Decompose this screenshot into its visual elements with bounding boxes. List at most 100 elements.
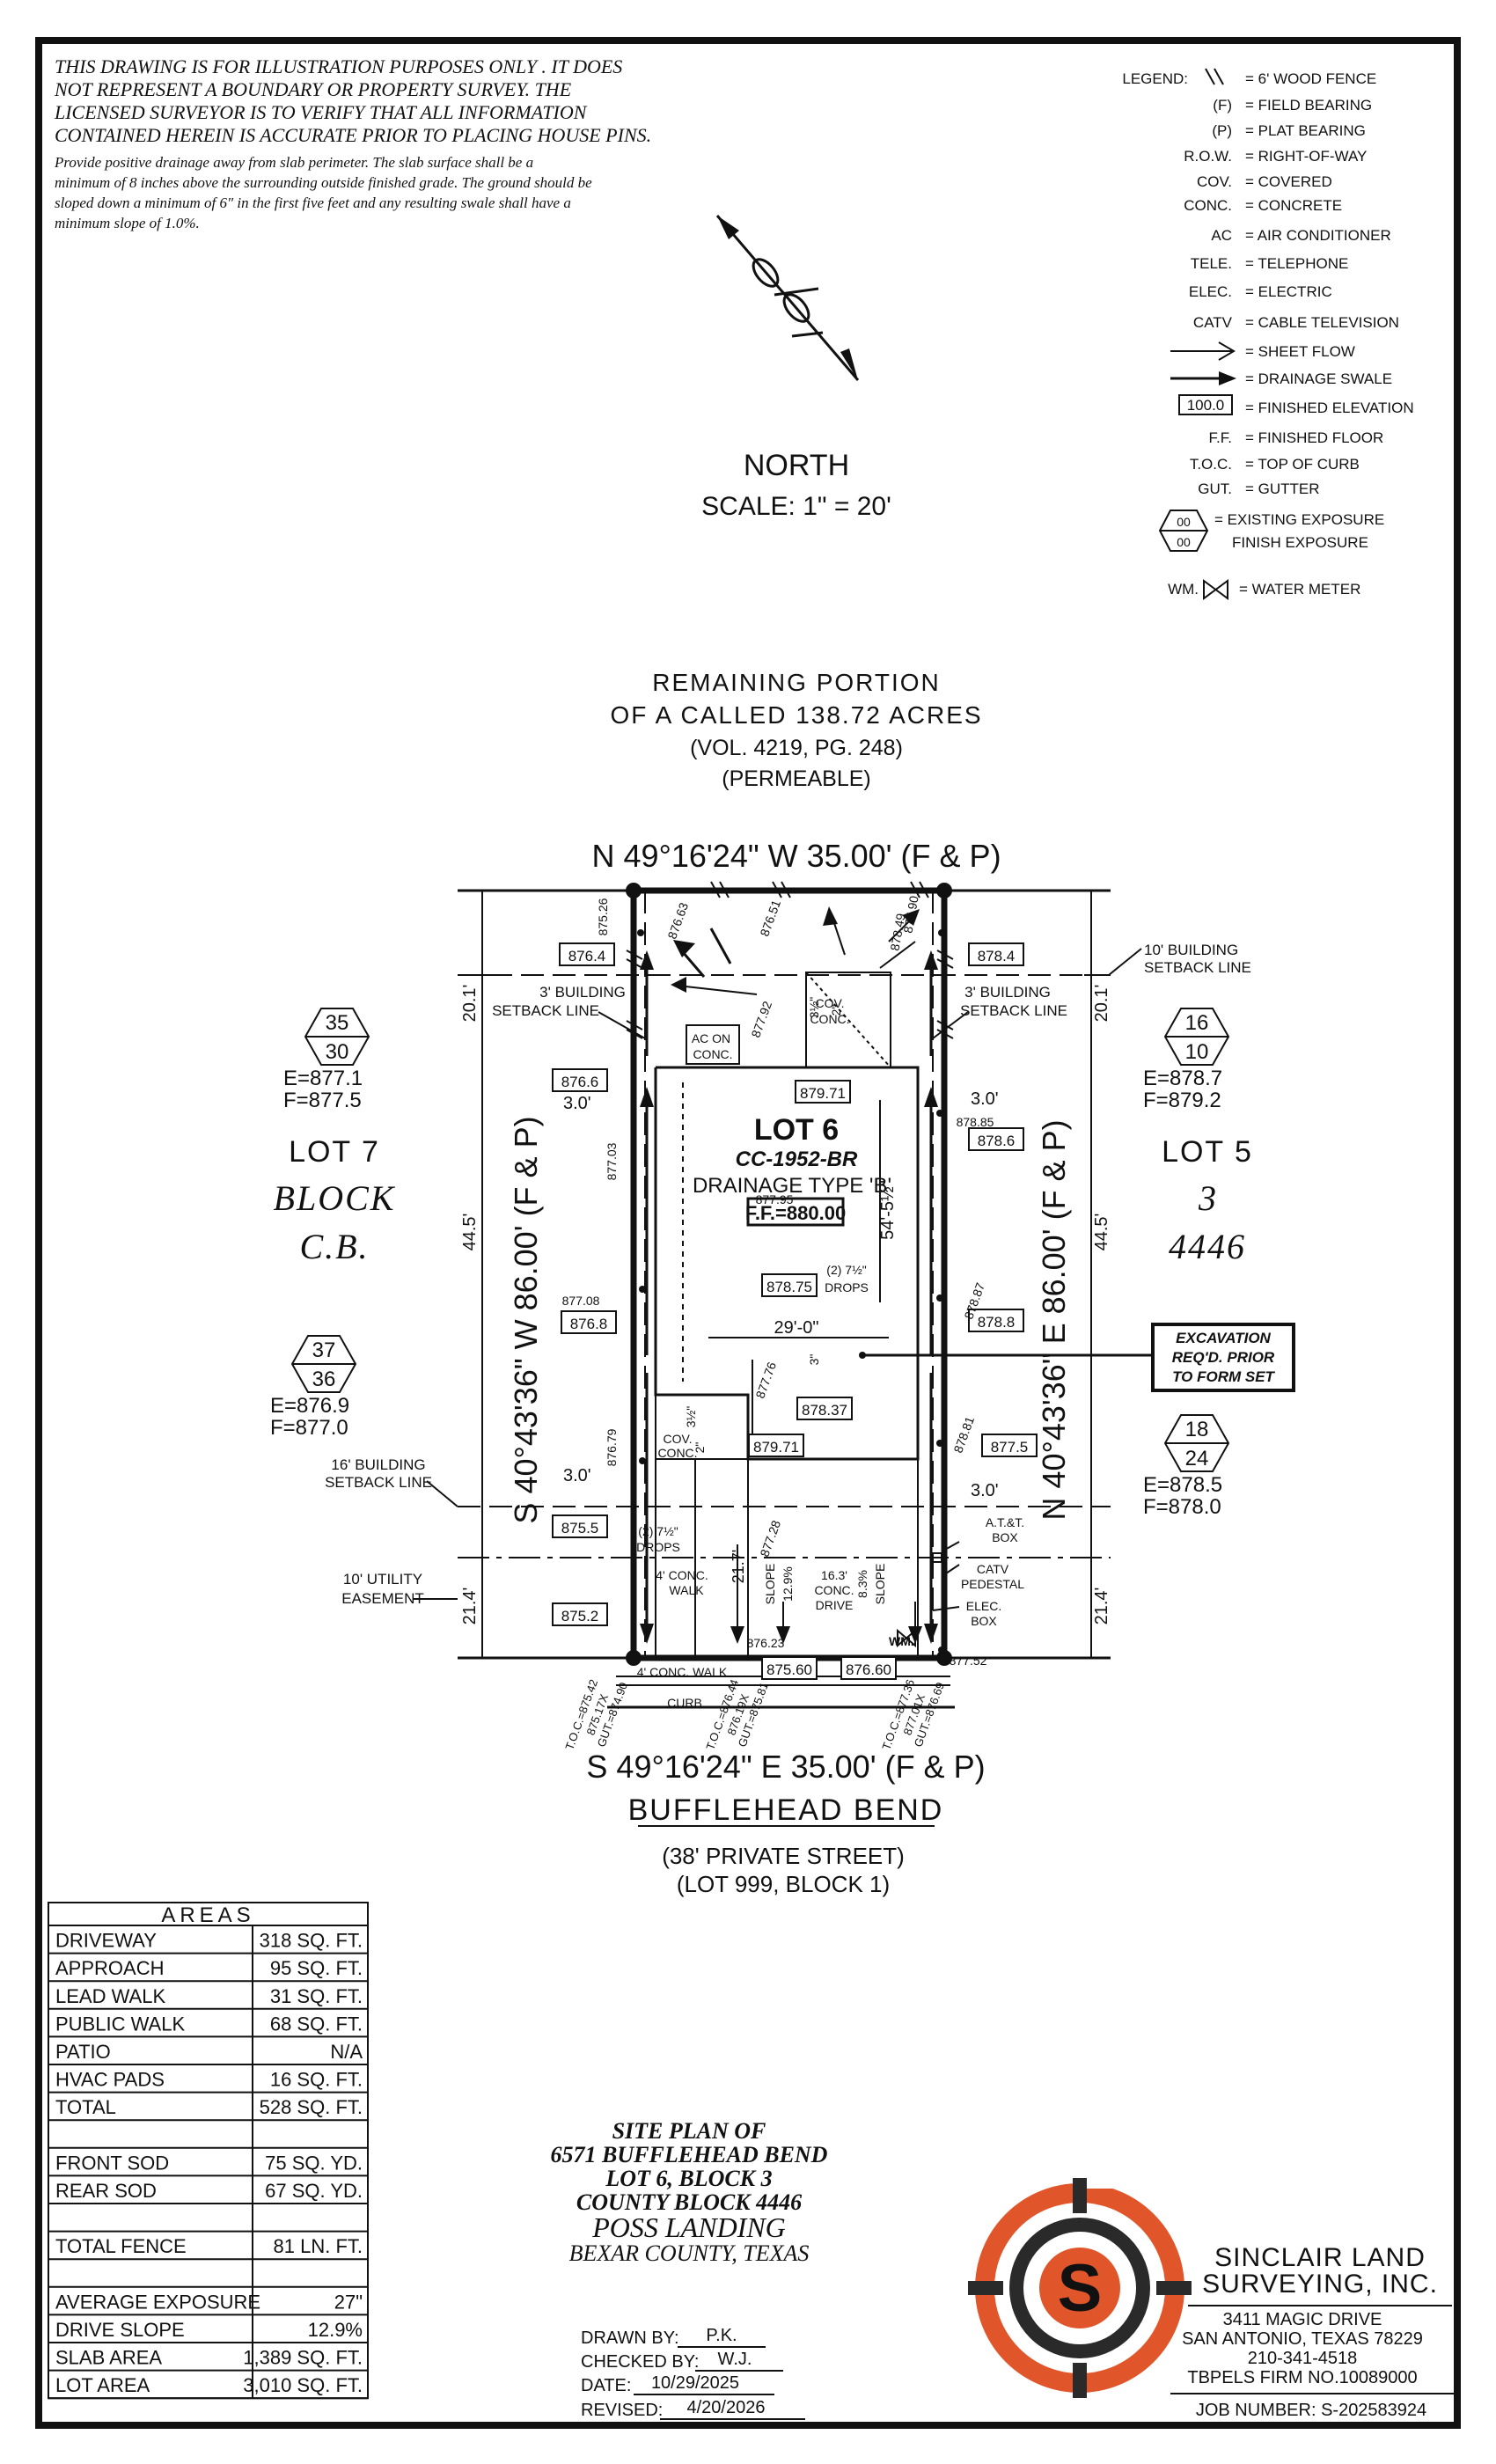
dimensions (475, 891, 1098, 1658)
areas-row-value: 68 SQ. FT. (270, 2013, 363, 2035)
legend-desc: = DRAINAGE SWALE (1245, 370, 1392, 387)
note-drops-bottom: (2) 7½" (638, 1524, 678, 1538)
drawn-by-value: P.K. (706, 2326, 737, 2345)
areas-row-key: AVERAGE EXPOSURE (55, 2291, 260, 2313)
note-step-bottom: 3½" (684, 1406, 698, 1427)
legend-sym: GUT. (1198, 480, 1232, 497)
dim-21-4-left: 21.4' (460, 1588, 480, 1625)
lot-ff: F.F.=880.00 (745, 1202, 846, 1224)
legend-desc: = ELECTRIC (1245, 283, 1332, 300)
elevation-box-value: 875.60 (766, 1661, 812, 1678)
hex-existing: 35 (326, 1011, 349, 1035)
note-drops-centerb: DROPS (825, 1280, 869, 1294)
areas-row-key: PUBLIC WALK (55, 2013, 185, 2035)
hex-finish: 24 (1185, 1447, 1209, 1470)
legend-desc: = GUTTER (1245, 480, 1320, 497)
site-plan-line-6: BEXAR COUNTY, TEXAS (569, 2240, 810, 2266)
spot-elevation: 878.85 (957, 1115, 994, 1129)
wood-fence-icon (1205, 68, 1224, 85)
spot-elevation: 876.79 (605, 1428, 619, 1466)
legend-desc: = TELEPHONE (1245, 255, 1348, 272)
legend-desc: = FIELD BEARING (1245, 97, 1372, 114)
spot-elevation: 878.49 (887, 912, 907, 951)
excavation-callout: EXCAVATION REQ'D. PRIOR TO FORM SET (859, 1323, 1295, 1392)
elevation-box (840, 1656, 897, 1680)
areas-row-key: HVAC PADS (55, 2069, 165, 2091)
elevation-box (761, 1656, 818, 1680)
spot-elevation: 877.95 (756, 1192, 794, 1206)
legend-wm-sym: WM. (1168, 581, 1199, 598)
legend-exposure-top: 00 (1177, 515, 1191, 529)
lot5-label: LOT 5 (1162, 1135, 1253, 1169)
areas-row-value: N/A (330, 2041, 363, 2063)
legend-desc: = TOP OF CURB (1245, 456, 1360, 473)
elevation-box-value: 875.2 (561, 1608, 599, 1624)
hex-finish: 30 (326, 1040, 349, 1064)
hex-f-value: F=877.5 (283, 1089, 362, 1112)
spot-elevation: 876.23 (747, 1636, 785, 1650)
note-curb: CURB (667, 1696, 702, 1710)
areas-row-value: 528 SQ. FT. (260, 2096, 363, 2118)
dim-21-4-right: 21.4' (1092, 1588, 1111, 1625)
areas-row-value: 81 LN. FT. (274, 2235, 363, 2257)
legend-desc: = FINISHED ELEVATION (1245, 400, 1414, 416)
lot7-block: BLOCK (274, 1178, 396, 1218)
company-line-2: SURVEYING, INC. (1202, 2270, 1438, 2299)
spot-elevation: 877.52 (950, 1654, 987, 1668)
areas-row-key: PATIO (55, 2041, 111, 2063)
site-plan-line-3: LOT 6, BLOCK 3 (605, 2166, 772, 2191)
legend-exposure-bot: 00 (1177, 535, 1191, 549)
areas-row-key: APPROACH (55, 1957, 164, 1979)
note-covconc-top: COV. (816, 996, 845, 1010)
legend-exposure-desc1: = EXISTING EXPOSURE (1214, 511, 1384, 528)
elevation-box (761, 1273, 818, 1297)
company-addr-2: SAN ANTONIO, TEXAS 78229 (1182, 2329, 1423, 2349)
drainage-note-2: minimum of 8 inches above the surroundin… (55, 174, 592, 191)
legend-desc: = SHEET FLOW (1245, 343, 1355, 360)
bearing-top: N 49°16'24" W 35.00' (F & P) (591, 838, 1001, 874)
dim-21-7: 21.7' (730, 1550, 747, 1583)
excavation-line-3: TO FORM SET (1172, 1368, 1275, 1385)
areas-row-key: FRONT SOD (55, 2152, 169, 2174)
legend-sym: T.O.C. (1190, 456, 1232, 473)
dim-house-length: 54'-5½" (878, 1180, 898, 1240)
dim-20-1-left: 20.1' (460, 985, 480, 1023)
areas-row-value: 27" (334, 2291, 363, 2313)
lot-name: LOT 6 (754, 1113, 839, 1147)
north-label: NORTH (744, 449, 849, 482)
elevation-box (552, 1514, 608, 1538)
bearing-bottom: S 49°16'24" E 35.00' (F & P) (586, 1749, 985, 1785)
note-att: A.T.&T. (986, 1515, 1024, 1529)
elevation-box-value: 876.60 (846, 1661, 891, 1678)
note-ac: AC ON (692, 1031, 730, 1045)
disclaimer-line-4: CONTAINED HEREIN IS ACCURATE PRIOR TO PL… (55, 124, 651, 146)
elevation-box (748, 1434, 804, 1457)
areas-row-value: 16 SQ. FT. (270, 2069, 363, 2091)
legend-desc: = CONCRETE (1245, 197, 1342, 214)
note-setback16b: SETBACK LINE (325, 1474, 432, 1491)
areas-row-key: REAR SOD (55, 2180, 157, 2202)
note-3in: 3" (807, 1354, 821, 1366)
elevation-box-value: 878.8 (978, 1314, 1016, 1331)
areas-row-value: 318 SQ. FT. (260, 1930, 363, 1952)
hex-f-value: F=878.0 (1143, 1495, 1221, 1519)
legend-desc: = 6' WOOD FENCE (1245, 70, 1376, 87)
drawn-by-key: DRAWN BY: (581, 2328, 679, 2348)
elevation-box-value: 878.6 (978, 1133, 1016, 1149)
areas-row-value: 1,389 SQ. FT. (243, 2347, 363, 2369)
elevation-box (795, 1080, 851, 1104)
elevation-box-value: 877.5 (991, 1439, 1029, 1456)
note-setback3-left: 3' BUILDING (539, 984, 626, 1001)
site-plan-title: SITE PLAN OF 6571 BUFFLEHEAD BEND LOT 6,… (551, 2118, 828, 2266)
elevation-box (552, 1602, 608, 1626)
areas-row-key: DRIVEWAY (55, 1930, 157, 1952)
areas-row-value: 31 SQ. FT. (270, 1985, 363, 2007)
legend-sym: TELE. (1191, 255, 1232, 272)
company-firm: TBPELS FIRM NO.10089000 (1187, 2368, 1417, 2387)
areas-row-value: 12.9% (308, 2319, 363, 2341)
water-meter-legend-icon (1203, 579, 1228, 600)
att-box-icon (932, 1552, 942, 1563)
hex-e-value: E=878.7 (1143, 1067, 1222, 1090)
company-job: JOB NUMBER: S-202583924 (1196, 2401, 1426, 2420)
